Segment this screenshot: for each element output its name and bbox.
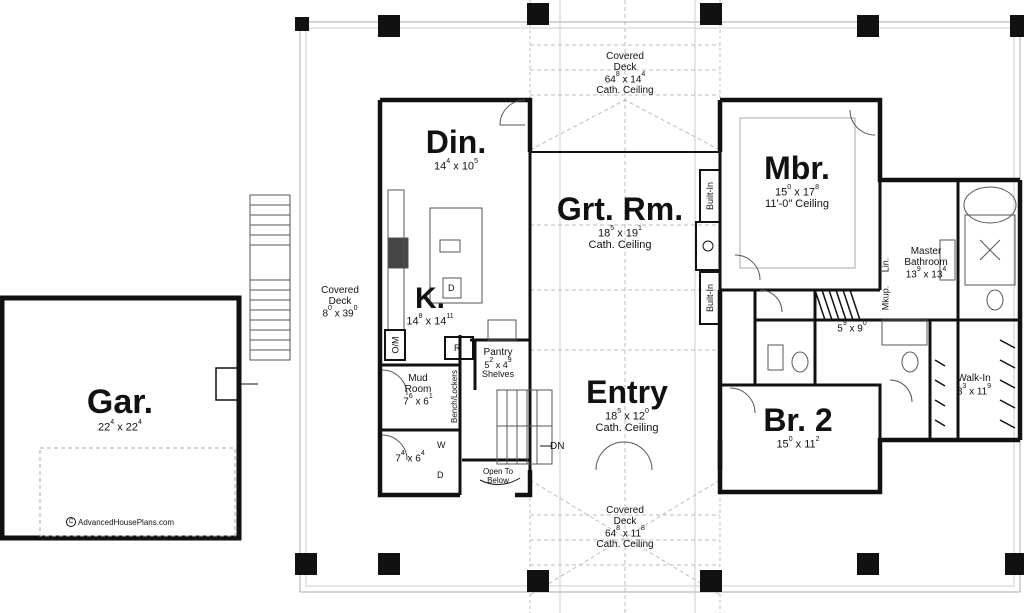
interior-stairs — [496, 389, 553, 465]
dishwasher-label: D — [448, 283, 455, 293]
mbr-ceiling — [739, 117, 856, 269]
bench-lockers-label: Bench/Lockers — [449, 369, 459, 423]
bath2-label: 59 x 90 — [837, 320, 867, 335]
dining-label: Din. 144 x 105 — [425, 124, 487, 173]
built-in-top-label: Built-In — [705, 181, 716, 211]
linen-label: Lin. — [879, 257, 890, 273]
makeup-label: Mkup. — [880, 285, 891, 311]
built-in-bottom-label: Built-In — [705, 283, 716, 313]
exterior-stairs — [249, 194, 291, 361]
ceiling-lines — [529, 0, 721, 613]
closet-rods — [814, 289, 1016, 429]
fridge-label: R — [454, 343, 461, 353]
stairs-down-label: DN — [550, 441, 565, 452]
deck-top-label: Covered Deck 648 x 144 Cath. Ceiling — [596, 51, 654, 96]
open-to-below-label: Open To Below — [482, 467, 514, 485]
master-bath-label: Master Bathroom 139 x 134 — [904, 246, 948, 281]
entry-label: Entry 185 x 120 Cath. Ceiling — [586, 374, 668, 434]
watermark: C AdvancedHousePlans.com — [66, 517, 174, 527]
dryer-label: D — [437, 470, 444, 480]
oven-microwave-label: O/M — [390, 336, 400, 354]
pantry-label: Pantry 52 x 49 Shelves — [481, 347, 515, 379]
built-ins — [695, 169, 721, 325]
kitchen-fixtures — [384, 189, 517, 361]
laundry-label: 74 x 64 — [395, 450, 425, 465]
columns — [295, 3, 1024, 592]
deck-left-label: Covered Deck 80 x 390 — [321, 285, 359, 320]
door-swings — [381, 99, 913, 471]
exterior-walls — [377, 97, 1023, 498]
walk-in-label: Walk-In 83 x 119 — [956, 373, 992, 397]
garage-walls — [0, 295, 258, 541]
washer-label: W — [437, 440, 446, 450]
mud-room-label: Mud Room 76 x 61 — [403, 373, 433, 408]
copyright-icon: C — [66, 517, 76, 527]
open-below-arrow — [479, 477, 521, 485]
bedroom2-label: Br. 2 150 x 112 — [763, 402, 833, 451]
garage-label: Gar. 224 x 224 — [86, 383, 154, 434]
great-room-label: Grt. Rm. 185 x 191 Cath. Ceiling — [556, 191, 684, 251]
bath-fixtures — [767, 186, 1017, 373]
deck-bottom-label: Covered Deck 648 x 118 Cath. Ceiling — [596, 505, 654, 550]
kitchen-label: K. 148 x 1411 — [406, 282, 454, 328]
master-bedroom-label: Mbr. 150 x 178 11'-0" Ceiling — [764, 150, 830, 210]
